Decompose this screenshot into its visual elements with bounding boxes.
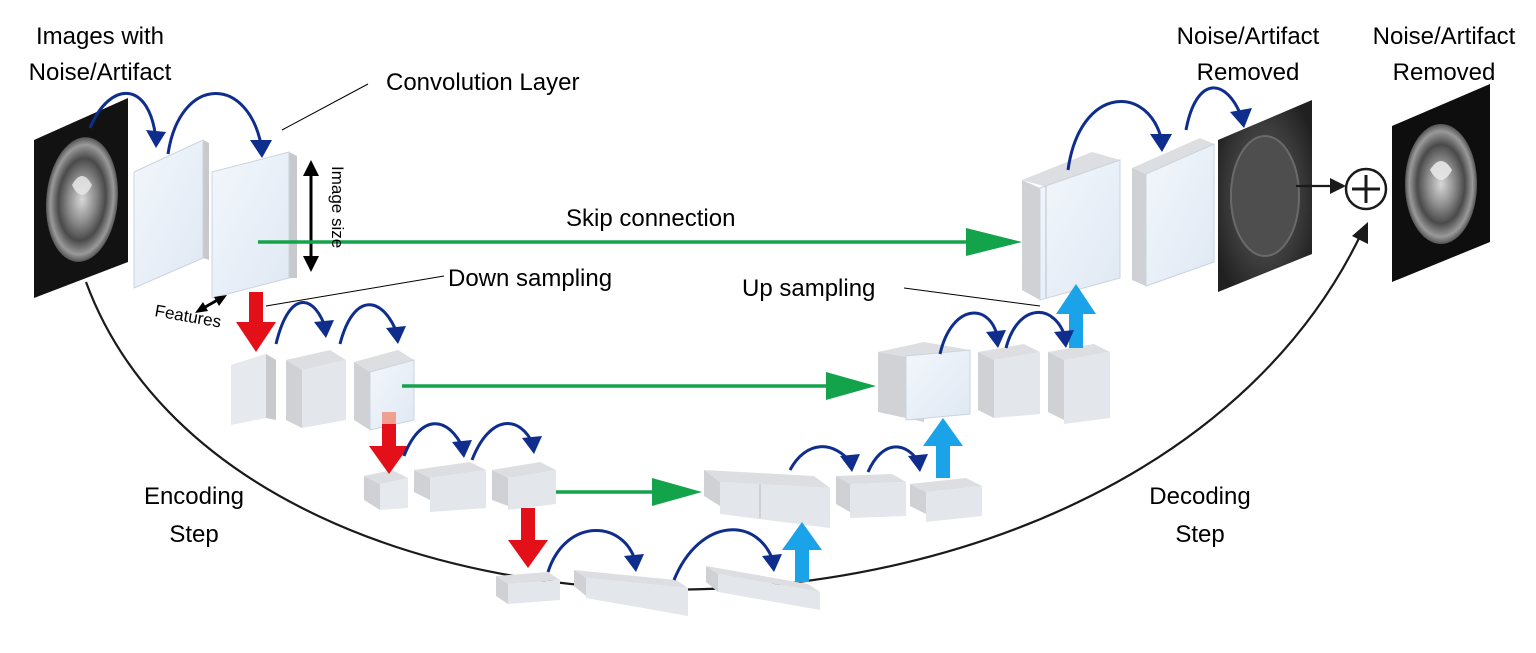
- decoder-l2-block-b: [978, 344, 1040, 418]
- skip-connection-l3: [556, 478, 702, 506]
- conv-layer-leader: [281, 83, 369, 131]
- decoder-l2-block-a: [878, 342, 971, 422]
- encoder-l1-block-a: [133, 139, 209, 289]
- encoder-l2-block-c: [354, 350, 415, 431]
- decoder-l1-block-b: [1132, 138, 1215, 287]
- noise-removed-label-line2: Removed: [1197, 59, 1300, 86]
- encoder-l2-block-a: [231, 354, 276, 425]
- image-size-arrow: [303, 160, 319, 272]
- encoder-l3-block-a: [364, 470, 408, 510]
- circled-plus-icon: [1296, 167, 1388, 211]
- output-mri-slice: [1392, 84, 1490, 282]
- decoder-l2-block-c: [1048, 344, 1110, 424]
- down-sampling-arrow-1: [236, 292, 276, 352]
- encoding-decoding-curve: [84, 231, 1363, 591]
- decoder-l3-block-a: [704, 470, 830, 528]
- skip-connection-l2: [402, 372, 876, 400]
- skip-connection-l1: [258, 228, 1022, 256]
- up-sampling-arrow-2: [923, 418, 963, 478]
- down-sampling-arrow-3: [508, 508, 548, 568]
- up-sampling-arrow-3: [782, 522, 822, 582]
- encoder-l3-block-c: [492, 462, 556, 510]
- encoding-label-line2: Step: [169, 521, 218, 548]
- up-sampling-leader: [903, 287, 1041, 307]
- features-arrow: [195, 295, 227, 313]
- encoder-l2-block-b: [286, 350, 346, 428]
- conv-layer-label: Convolution Layer: [386, 69, 579, 96]
- down-sampling-label: Down sampling: [448, 265, 612, 292]
- conv-arrows: [88, 86, 1244, 581]
- skip-connection-label: Skip connection: [566, 205, 735, 232]
- decoder-l3-block-c: [910, 478, 982, 522]
- decoding-label-line1: Decoding: [1149, 483, 1250, 510]
- image-size-label: Image size: [328, 166, 347, 248]
- output-label-line1: Noise/Artifact: [1373, 23, 1516, 50]
- noise-map-slice: [1218, 100, 1312, 292]
- down-sampling-arrow-2: [369, 412, 409, 474]
- down-sampling-leader: [265, 275, 445, 307]
- decoder-l1-block-a: [1022, 152, 1121, 301]
- decoder-l3-block-b: [836, 474, 906, 518]
- decoding-label-line2: Step: [1175, 521, 1224, 548]
- bottleneck-block-b: [574, 570, 688, 616]
- conv-arrowheads: [146, 108, 1252, 572]
- bottleneck-block-c: [706, 566, 820, 610]
- input-mri-slice: [34, 98, 128, 298]
- encoder-l1-block-b: [211, 151, 297, 299]
- up-sampling-arrow-1: [1056, 284, 1096, 348]
- output-label-line2: Removed: [1393, 59, 1496, 86]
- curve-arrowhead: [1352, 222, 1368, 244]
- input-label-line1: Images with: [36, 23, 164, 50]
- encoder-l3-block-b: [414, 462, 486, 512]
- noise-removed-label-line1: Noise/Artifact: [1177, 23, 1320, 50]
- encoding-label-line1: Encoding: [144, 483, 244, 510]
- features-label: Features: [153, 301, 222, 331]
- up-sampling-label: Up sampling: [742, 275, 875, 302]
- input-label-line2: Noise/Artifact: [29, 59, 172, 86]
- bottleneck-block-a: [496, 572, 560, 604]
